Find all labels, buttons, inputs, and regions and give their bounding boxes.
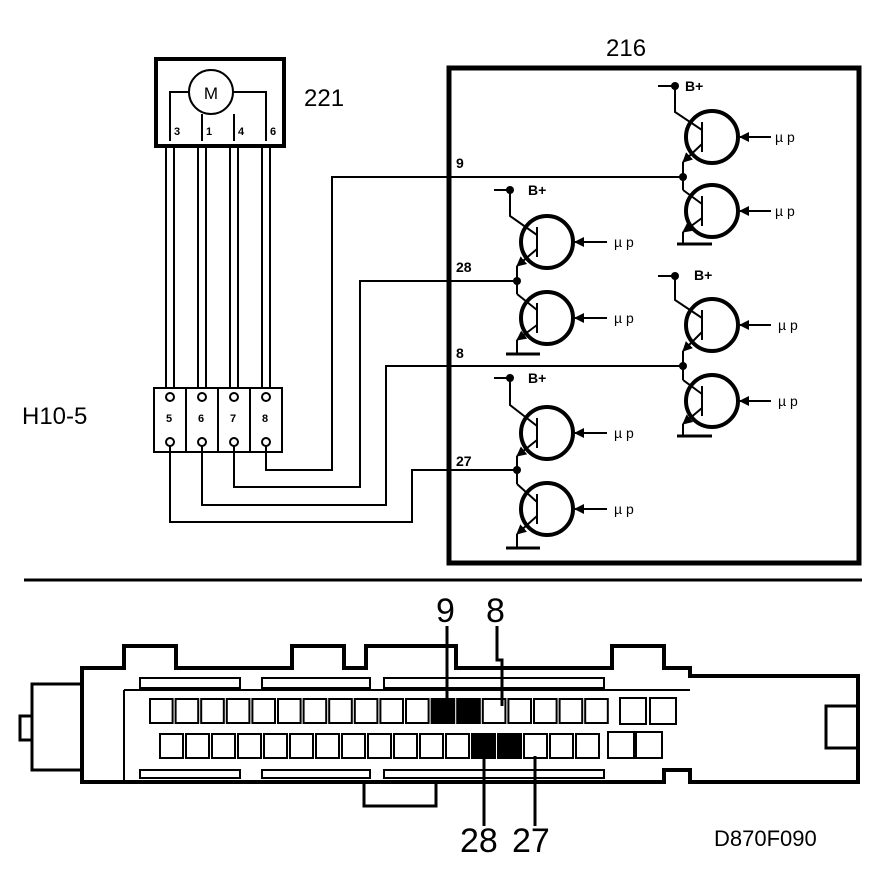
motor-id-label: 221	[304, 85, 344, 112]
callout-line	[495, 626, 504, 706]
connector-cavity	[507, 698, 532, 724]
motor-symbol: M	[204, 84, 218, 103]
supply-label: B+	[528, 182, 546, 198]
input-label: µ p	[614, 501, 634, 517]
connector-cavity	[405, 698, 430, 724]
connector-cavity	[277, 698, 302, 724]
input-label: µ p	[778, 317, 798, 333]
connector-tab	[362, 782, 438, 808]
low-side-transistor	[519, 481, 575, 537]
supply-label: B+	[694, 267, 712, 283]
half-bridge: B+ µ p µ p	[658, 78, 795, 246]
connector-pin-label: 5	[166, 413, 172, 425]
module-pin-label: 28	[456, 259, 472, 275]
connector-cavity	[315, 733, 340, 759]
connector-cavity	[341, 733, 366, 759]
low-side-transistor	[519, 290, 575, 346]
connector-cavity	[430, 698, 456, 724]
connector-cavity	[289, 733, 314, 759]
connector-cavity	[584, 698, 609, 724]
half-bridge: B+ µ p µ p	[494, 370, 634, 550]
connector-cavity	[533, 698, 558, 724]
callout-label-top: 8	[486, 592, 505, 630]
input-label: µ p	[614, 310, 634, 326]
cavity-row-top	[149, 698, 609, 724]
motor-pin-label: 6	[270, 126, 276, 138]
connector-pin-label: 8	[262, 413, 268, 425]
connector-cavity	[575, 733, 600, 759]
connector-cavity	[174, 698, 200, 724]
motor-to-connector-wires	[165, 146, 271, 388]
connector-face-view	[18, 626, 860, 826]
connector-cavity	[419, 733, 444, 759]
motor-221: M 3 1 4 6	[154, 57, 286, 148]
connector-cavity	[328, 698, 353, 724]
high-side-transistor	[684, 109, 740, 165]
motor-icon	[188, 69, 234, 115]
cavity-row-bottom	[159, 733, 600, 759]
connector-cavity	[379, 698, 404, 724]
connector-to-module-wires	[169, 176, 449, 523]
input-label: µ p	[614, 234, 634, 250]
connector-cavity	[185, 733, 210, 759]
low-side-transistor	[684, 373, 740, 429]
supply-label: B+	[685, 78, 703, 94]
half-bridge: B+ µ p µ p	[494, 182, 634, 356]
connector-cavity	[523, 733, 548, 759]
connector-cavity	[302, 698, 328, 724]
connector-cavity	[263, 733, 288, 759]
connector-cavity	[149, 698, 174, 724]
connector-cavity	[549, 733, 574, 759]
callout-label-bottom: 28	[460, 822, 498, 860]
connector-h10-5: 5 6 7 8	[153, 387, 283, 453]
connector-pin-label: 7	[230, 413, 236, 425]
connector-cavity	[481, 698, 507, 724]
input-label: µ p	[775, 129, 795, 145]
connector-cavity	[456, 698, 481, 724]
transistor-bridges: B+ µ p µ p B+	[494, 78, 798, 550]
connector-id-label: H10-5	[22, 403, 87, 430]
callout-label-bottom: 27	[512, 822, 550, 860]
connector-latch	[18, 682, 84, 772]
low-side-transistor	[684, 183, 740, 239]
connector-key	[824, 704, 858, 750]
connector-cavity	[353, 698, 379, 724]
supply-label: B+	[528, 370, 546, 386]
control-module-216	[446, 65, 862, 566]
connector-cavity	[200, 698, 225, 724]
callout-label-top: 9	[436, 592, 455, 630]
connector-cavity	[251, 698, 276, 724]
high-side-transistor	[684, 297, 740, 353]
module-pin-label: 8	[456, 345, 464, 361]
connector-cavity	[159, 733, 184, 759]
motor-pin-label: 3	[174, 126, 180, 138]
input-label: µ p	[614, 425, 634, 441]
connector-pin-label: 6	[198, 413, 204, 425]
connector-cavity	[445, 733, 470, 759]
connector-cavity	[558, 698, 584, 724]
high-side-transistor	[519, 214, 575, 270]
connector-cavity	[471, 733, 496, 759]
connector-cavity	[211, 733, 236, 759]
diagram-code: D870F090	[714, 826, 817, 851]
motor-pin-label: 4	[238, 126, 245, 138]
connector-cavity	[367, 733, 392, 759]
high-side-transistor	[519, 405, 575, 461]
module-internal-wiring	[449, 176, 683, 471]
connector-cavity	[393, 733, 418, 759]
input-label: µ p	[775, 203, 795, 219]
module-pin-label: 27	[456, 453, 472, 469]
connector-housing	[80, 644, 860, 784]
connector-cavity	[497, 733, 522, 759]
half-bridge: B+ µ p µ p	[658, 267, 798, 438]
motor-pin-label: 1	[206, 126, 212, 138]
module-pin-label: 9	[456, 155, 464, 171]
input-label: µ p	[778, 393, 798, 409]
connector-cavity	[225, 698, 251, 724]
motor-housing	[154, 57, 286, 148]
connector-cavity	[237, 733, 262, 759]
control-module-id-label: 216	[606, 35, 646, 62]
